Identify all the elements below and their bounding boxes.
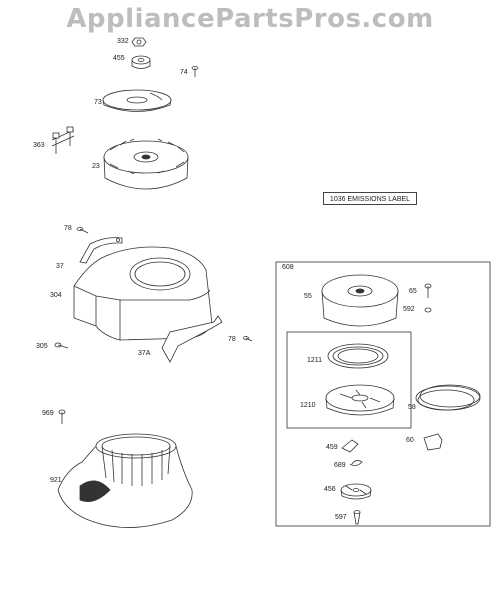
callout-597: 597 — [335, 514, 347, 521]
part-65-screw[interactable] — [424, 283, 432, 298]
part-1211-rewind-spring[interactable] — [327, 343, 389, 369]
callout-969: 969 — [42, 410, 54, 417]
watermark-logo: AppliancePartsPros.com — [66, 4, 434, 34]
callout-689: 689 — [334, 462, 346, 469]
callout-456: 456 — [324, 486, 336, 493]
callout-332: 332 — [117, 38, 129, 45]
callout-58: 58 — [408, 404, 416, 411]
part-455-washer[interactable] — [131, 55, 151, 69]
callout-73: 73 — [94, 99, 102, 106]
callout-455: 455 — [113, 55, 125, 62]
part-456-retainer[interactable] — [340, 483, 372, 500]
part-78-screw-upper[interactable] — [76, 227, 89, 234]
callout-78-upper: 78 — [64, 225, 72, 232]
part-597-screw[interactable] — [353, 510, 361, 525]
callout-65: 65 — [409, 288, 417, 295]
callout-74: 74 — [180, 69, 188, 76]
callout-37: 37 — [56, 263, 64, 270]
callout-921: 921 — [50, 477, 62, 484]
part-23-flywheel[interactable] — [103, 138, 189, 190]
callout-304: 304 — [50, 292, 62, 299]
part-58-starter-rope[interactable] — [415, 384, 481, 411]
kit-608-box — [275, 261, 491, 527]
part-1210-pulley[interactable] — [325, 384, 395, 416]
part-37a-baffle[interactable] — [161, 315, 223, 363]
part-969-screw[interactable] — [58, 409, 66, 424]
part-55-starter-housing[interactable] — [321, 274, 399, 327]
callout-60: 60 — [406, 437, 414, 444]
part-592-washer[interactable] — [424, 307, 432, 313]
callout-78-right: 78 — [228, 336, 236, 343]
part-74-screw[interactable] — [191, 66, 199, 78]
part-305-screw[interactable] — [54, 342, 69, 349]
part-459-pawl[interactable] — [341, 439, 359, 453]
part-73-screen[interactable] — [102, 89, 172, 112]
callout-55: 55 — [304, 293, 312, 300]
callout-459: 459 — [326, 444, 338, 451]
part-78-screw-right[interactable] — [243, 336, 253, 342]
callout-592: 592 — [403, 306, 415, 313]
callout-23: 23 — [92, 163, 100, 170]
part-60-starter-handle[interactable] — [423, 433, 443, 451]
callout-1211: 1211 — [307, 357, 323, 364]
callout-37a: 37A — [138, 350, 151, 357]
part-37-baffle[interactable] — [79, 237, 123, 264]
emissions-label-callout: 1036 EMISSIONS LABEL — [323, 192, 417, 205]
kit-608-label: 608 — [282, 264, 294, 271]
part-332-nut[interactable] — [131, 37, 147, 47]
part-921-shroud[interactable] — [57, 433, 193, 528]
callout-1210: 1210 — [300, 402, 316, 409]
part-689-spring[interactable] — [349, 460, 363, 466]
part-304-blower-housing[interactable] — [73, 246, 213, 341]
part-363-bracket[interactable] — [51, 126, 75, 154]
callout-363: 363 — [33, 142, 45, 149]
callout-305: 305 — [36, 343, 48, 350]
